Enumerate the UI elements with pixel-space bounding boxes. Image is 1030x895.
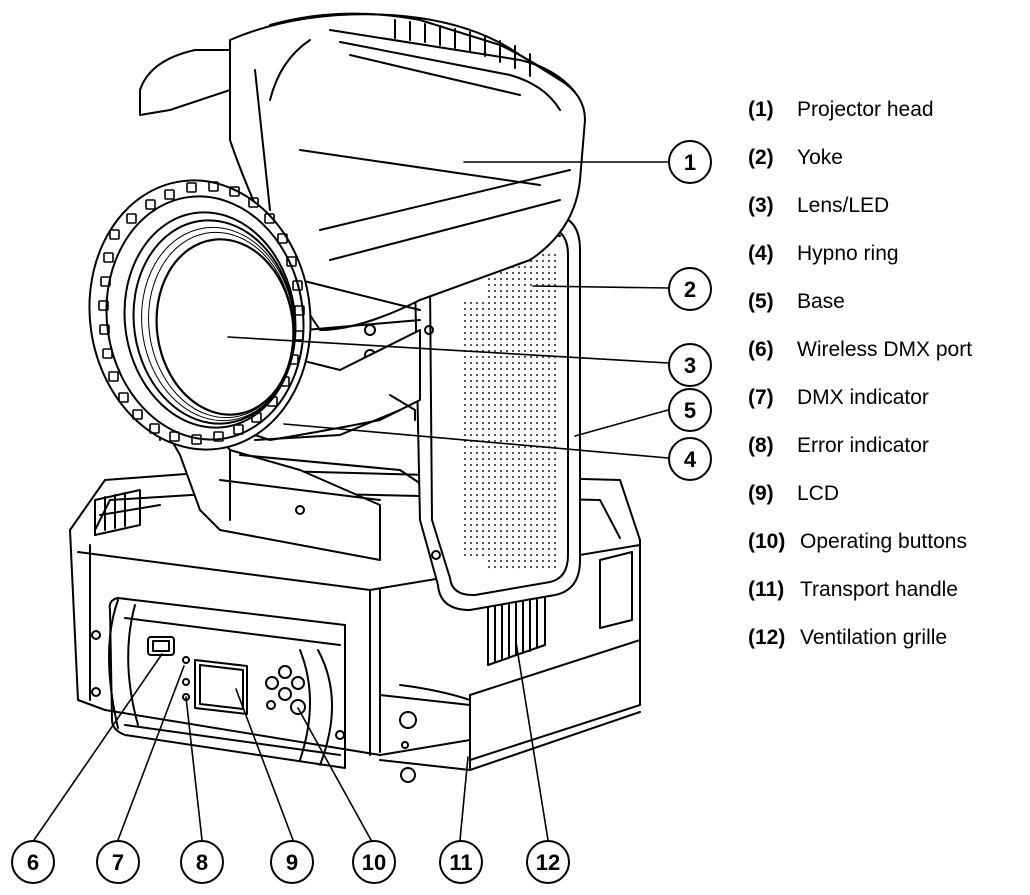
callout-number: 6 — [27, 850, 39, 875]
legend-item: (9) LCD — [748, 482, 1028, 530]
legend-label: Yoke — [797, 146, 843, 169]
legend-item: (4) Hypno ring — [748, 242, 1028, 290]
legend-item: (10) Operating buttons — [748, 530, 1028, 578]
leader-lines — [33, 161, 669, 841]
legend-label: LCD — [797, 482, 840, 505]
callout-number: 12 — [536, 850, 560, 875]
callout-circle — [439, 840, 483, 884]
legend-item: (2) Yoke — [748, 146, 1028, 194]
legend-number: (2) — [748, 146, 774, 169]
callout-number: 11 — [449, 850, 472, 875]
legend-item: (8) Error indicator — [748, 434, 1028, 482]
callout-circle — [352, 840, 396, 884]
callout-number: 8 — [196, 850, 208, 875]
callout-circle — [11, 840, 55, 884]
callout-circle — [668, 267, 712, 311]
callout-number: 5 — [684, 398, 696, 423]
legend-label: Transport handle — [800, 578, 958, 601]
legend-item: (3) Lens/LED — [748, 194, 1028, 242]
legend-item: (12) Ventilation grille — [748, 626, 1028, 674]
legend-number: (9) — [748, 482, 774, 505]
legend-label: Lens/LED — [797, 194, 890, 217]
legend-label: Operating buttons — [800, 530, 967, 553]
callout-circle — [526, 840, 570, 884]
legend-item: (11) Transport handle — [748, 578, 1028, 626]
callout-number: 1 — [684, 150, 696, 175]
legend-number: (6) — [748, 338, 774, 361]
callout-circle — [180, 840, 224, 884]
callout-circle — [668, 140, 712, 184]
legend-item: (6) Wireless DMX port — [748, 338, 1028, 386]
legend-number: (10) — [748, 530, 786, 553]
legend-number: (4) — [748, 242, 774, 265]
callout-circle — [96, 840, 140, 884]
legend-number: (7) — [748, 386, 774, 409]
callout-circle — [668, 343, 712, 387]
legend-item: (7) DMX indicator — [748, 386, 1028, 434]
callout-circle — [270, 840, 314, 884]
legend-item: (5) Base — [748, 290, 1028, 338]
legend-label: DMX indicator — [797, 386, 929, 409]
callout-circle — [668, 437, 712, 481]
legend-label: Ventilation grille — [800, 626, 948, 649]
callout-number: 9 — [286, 850, 298, 875]
legend-number: (11) — [748, 578, 785, 601]
callout-number: 7 — [112, 850, 124, 875]
legend-number: (1) — [748, 98, 774, 121]
callout-number: 10 — [362, 850, 386, 875]
legend-label: Hypno ring — [797, 242, 899, 265]
callout-number: 4 — [684, 447, 697, 472]
legend-number: (8) — [748, 434, 774, 457]
legend-label: Projector head — [797, 98, 934, 121]
legend-item: (1) Projector head — [748, 98, 1028, 146]
callout-number: 3 — [684, 353, 696, 378]
legend-number: (12) — [748, 626, 786, 649]
legend-label: Base — [797, 290, 845, 313]
callout-number: 2 — [684, 277, 696, 302]
callout-circle — [668, 388, 712, 432]
legend-number: (3) — [748, 194, 774, 217]
legend-label: Error indicator — [797, 434, 929, 457]
legend-label: Wireless DMX port — [797, 338, 973, 361]
parts-legend: (1) Projector head (2) Yoke (3) Lens/LED (4) Hy… — [748, 98, 1028, 674]
legend-number: (5) — [748, 290, 774, 313]
projector-head-illustration — [88, 12, 586, 451]
